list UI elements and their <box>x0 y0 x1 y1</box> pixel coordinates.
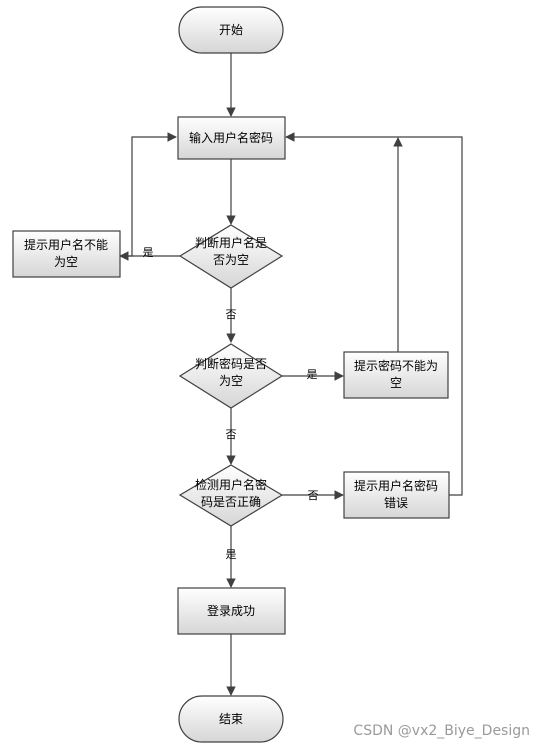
check-pwd-label-1: 判断密码是否 <box>195 356 267 371</box>
watermark: CSDN @vx2_Biye_Design <box>353 723 530 739</box>
prompt-err-label-2: 错误 <box>384 496 408 510</box>
prompt-pwd-label-2: 空 <box>390 376 402 390</box>
label-verify-no: 否 <box>308 489 319 502</box>
prompt-pwd-node <box>343 351 449 399</box>
start-label: 开始 <box>219 23 243 37</box>
label-pwd-empty-no: 否 <box>226 428 237 441</box>
edge-prompterr-input <box>285 132 463 496</box>
check-pwd-label-2: 为空 <box>219 374 243 388</box>
prompt-pwd-label-1: 提示密码不能为 <box>354 358 438 373</box>
label-pwd-empty-yes: 是 <box>307 368 318 381</box>
check-user-node <box>178 224 284 289</box>
prompt-user-label-2: 为空 <box>54 255 78 269</box>
check-user-label-2: 否为空 <box>213 253 249 267</box>
label-user-empty-yes: 是 <box>143 246 154 259</box>
success-node <box>177 587 286 635</box>
input-node <box>177 116 286 160</box>
prompt-err-node <box>343 471 450 519</box>
check-pwd-node <box>178 343 284 409</box>
prompt-user-node <box>12 230 121 278</box>
prompt-user-label-1: 提示用户名不能 <box>24 237 108 252</box>
edge-promptuser-input <box>120 132 177 257</box>
check-user-label-1: 判断用户名是 <box>195 235 267 250</box>
input-label: 输入用户名密码 <box>189 130 273 145</box>
prompt-err-label-1: 提示用户名密码 <box>354 478 438 493</box>
verify-label-2: 码是否正确 <box>201 495 261 509</box>
success-label: 登录成功 <box>207 603 255 618</box>
end-label: 结束 <box>219 712 243 726</box>
end-node <box>178 695 284 743</box>
verify-node <box>178 464 284 527</box>
label-user-empty-no: 否 <box>226 308 237 321</box>
verify-label-1: 检测用户名密 <box>195 477 267 492</box>
label-verify-yes: 是 <box>226 548 237 561</box>
start-node <box>178 6 284 54</box>
